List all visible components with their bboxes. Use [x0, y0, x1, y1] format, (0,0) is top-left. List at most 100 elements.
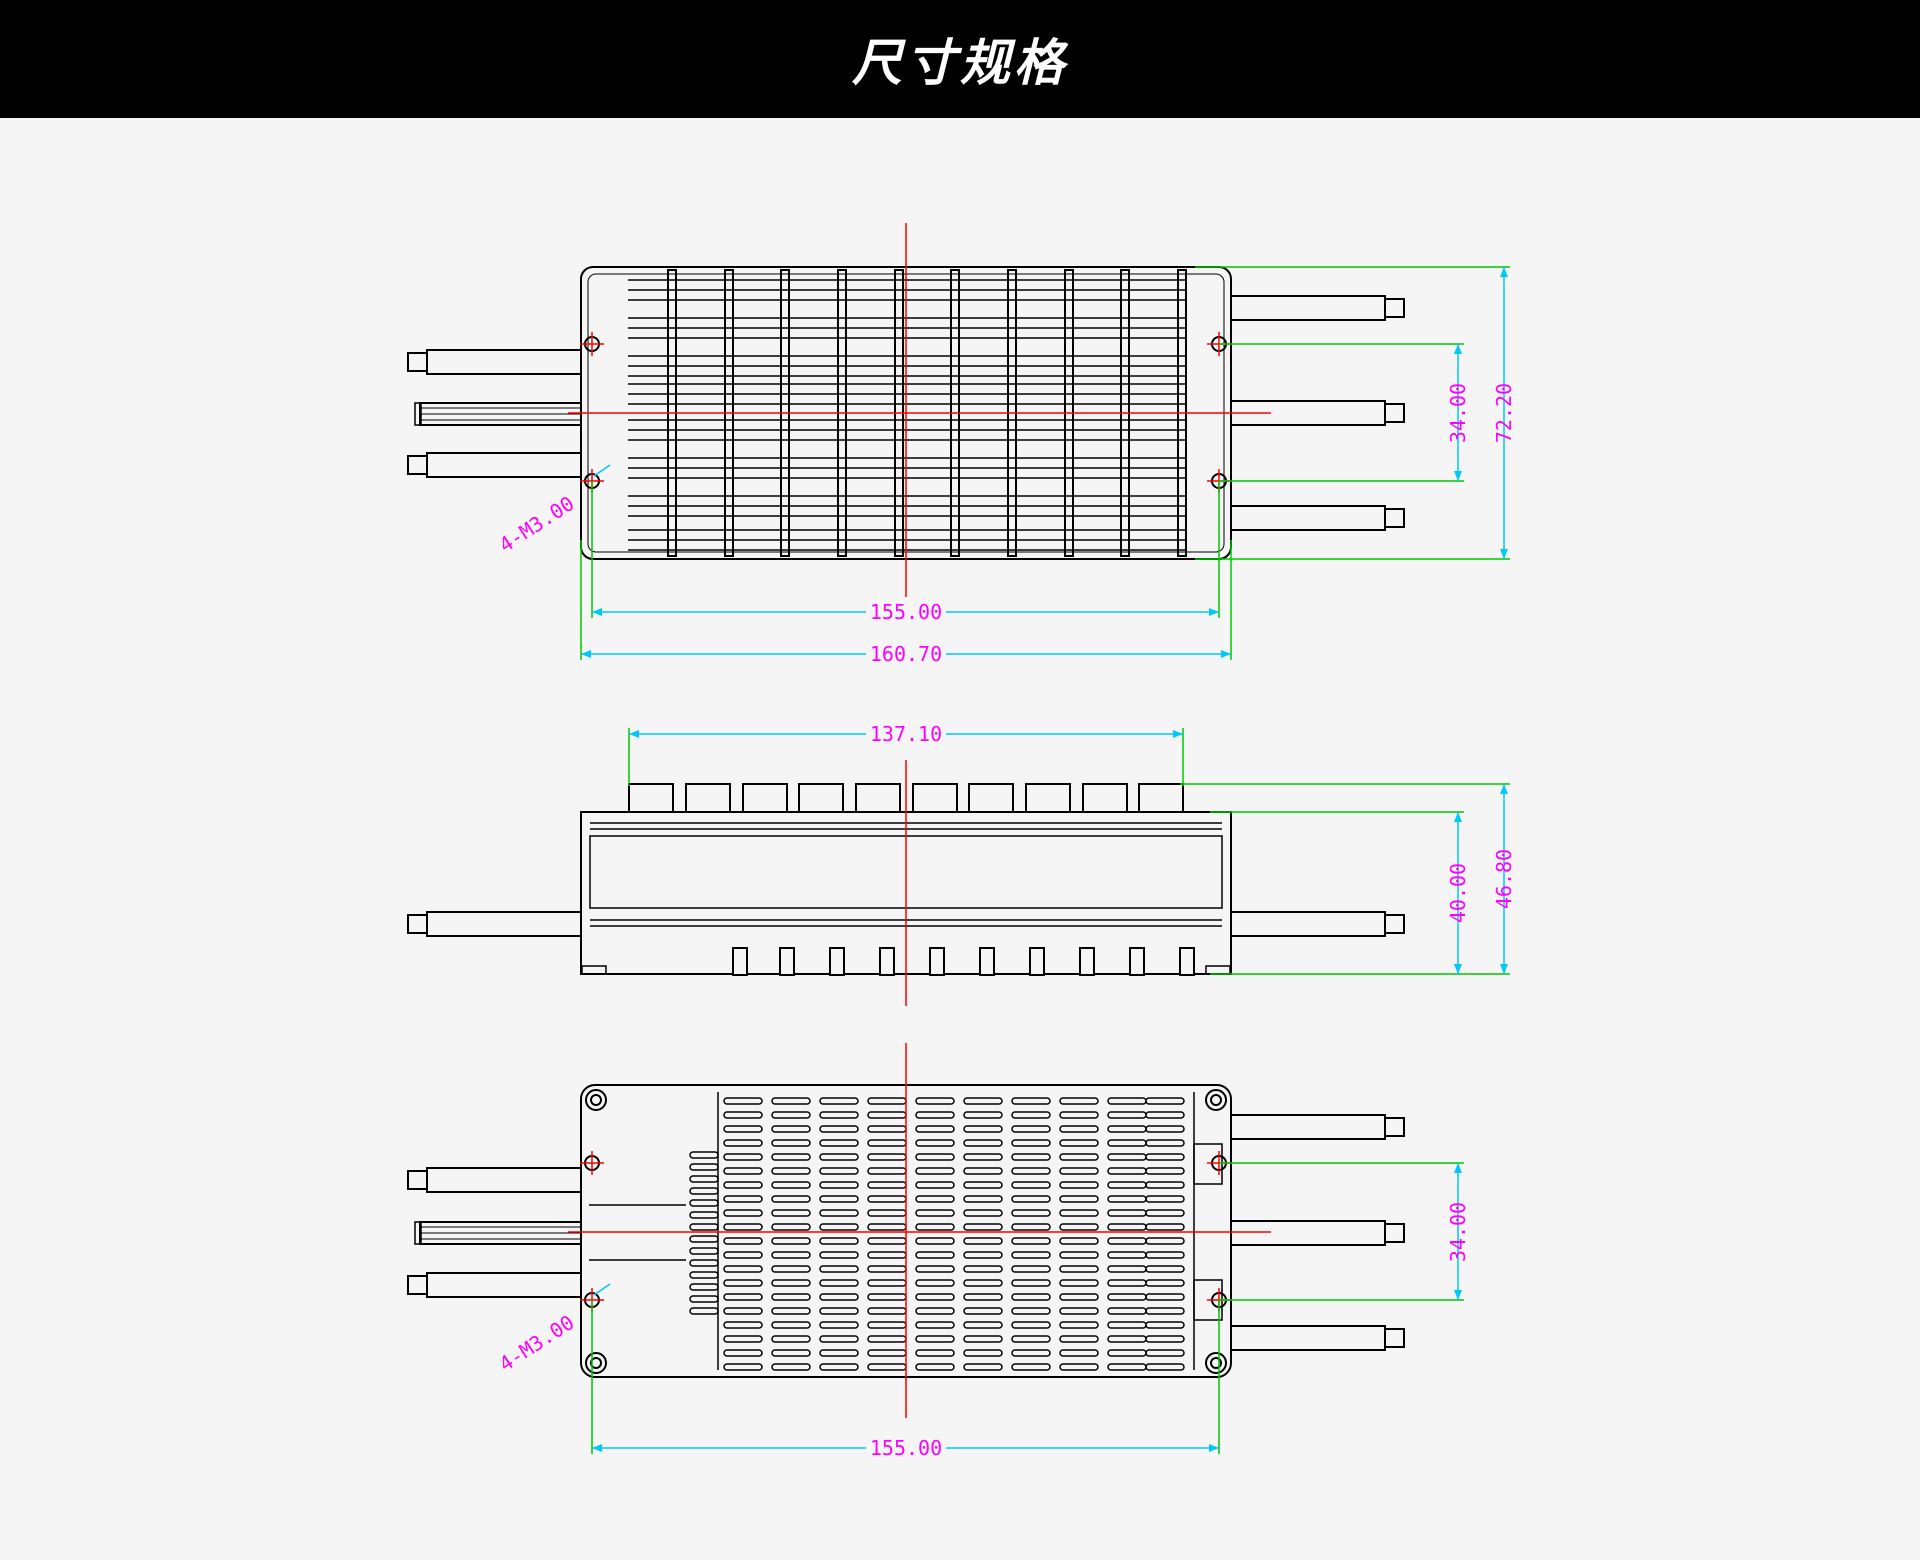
fin-slot — [1011, 1251, 1051, 1259]
fin-slot — [723, 1167, 763, 1175]
fin-slot — [867, 1139, 907, 1147]
fin-slot — [1059, 1153, 1099, 1161]
bottom-notch — [1129, 947, 1145, 976]
bottom-notch — [1079, 947, 1095, 976]
fin-slot — [963, 1321, 1003, 1329]
fin-slot — [819, 1209, 859, 1217]
fin-slot — [819, 1097, 859, 1105]
fin-slot — [1107, 1321, 1147, 1329]
fin-slot — [1059, 1167, 1099, 1175]
top-fin — [1082, 783, 1128, 813]
fin-slot — [771, 1265, 811, 1273]
page-title: 尺寸规格 — [852, 34, 1068, 92]
fin-slot — [1107, 1195, 1147, 1203]
fin-slot — [771, 1209, 811, 1217]
fin-slot — [915, 1237, 955, 1245]
fin-slot — [1107, 1125, 1147, 1133]
fin-slot — [723, 1097, 763, 1105]
fin-slot — [1011, 1293, 1051, 1301]
fin-slot — [723, 1111, 763, 1119]
comb-tooth — [689, 1283, 719, 1291]
wire-lead — [1230, 1114, 1386, 1140]
fin-slot — [819, 1321, 859, 1329]
top-fin — [742, 783, 788, 813]
fin-slot — [723, 1139, 763, 1147]
fin-slot — [867, 1349, 907, 1357]
fin-slot — [723, 1293, 763, 1301]
fin-slot — [915, 1363, 955, 1371]
fin-slot — [1107, 1251, 1147, 1259]
fin-slot — [819, 1125, 859, 1133]
page-header: 尺寸规格 — [0, 0, 1920, 118]
fin-slot — [771, 1321, 811, 1329]
wire-terminal — [407, 455, 428, 475]
fin-slot — [1011, 1349, 1051, 1357]
fin-slot — [1011, 1167, 1051, 1175]
fin-slot — [771, 1349, 811, 1357]
side-view-dimensions — [628, 728, 1510, 975]
top-fin — [1138, 783, 1184, 813]
wire-terminal — [407, 1275, 428, 1295]
corner-boss — [585, 1352, 607, 1374]
fin-slot — [1059, 1139, 1099, 1147]
signal-connector — [414, 1221, 422, 1245]
bottom-notch — [1179, 947, 1195, 976]
comb-tooth — [689, 1259, 719, 1267]
corner-boss — [1205, 1352, 1227, 1374]
fin-slot — [1059, 1307, 1099, 1315]
fin-slot — [867, 1335, 907, 1343]
fin-slot — [1059, 1097, 1099, 1105]
top-fin — [1025, 783, 1071, 813]
fin-slot — [1107, 1237, 1147, 1245]
fin-slot — [1107, 1307, 1147, 1315]
fin-slot — [1059, 1237, 1099, 1245]
fin-slot — [1145, 1335, 1185, 1343]
wire-lead — [426, 1272, 582, 1298]
fin-slot — [1011, 1153, 1051, 1161]
comb-tooth — [689, 1307, 719, 1315]
fin-slot — [915, 1111, 955, 1119]
fin-slot — [1107, 1153, 1147, 1161]
fin-slot — [1011, 1363, 1051, 1371]
fin-slot — [1107, 1349, 1147, 1357]
wire-lead — [1230, 1220, 1386, 1246]
dim-body-height: 40.00 — [1446, 863, 1470, 923]
fin-slot — [1011, 1125, 1051, 1133]
fin-slot — [963, 1251, 1003, 1259]
fin-slot — [819, 1181, 859, 1189]
fin-slot — [819, 1293, 859, 1301]
fin-slot — [867, 1223, 907, 1231]
fin-slot — [915, 1349, 955, 1357]
fin-slot — [723, 1125, 763, 1133]
fin-slot — [771, 1181, 811, 1189]
dim-overall-height: 46.80 — [1492, 849, 1516, 909]
dim-hole-spacing-height: 34.00 — [1446, 383, 1470, 443]
fin-slot — [1011, 1265, 1051, 1273]
fin-slot — [867, 1321, 907, 1329]
fin-slot — [1145, 1321, 1185, 1329]
fin-slot — [1011, 1335, 1051, 1343]
fin-slot — [1011, 1279, 1051, 1287]
top-view-dimensions — [580, 266, 1510, 660]
wire-terminal — [1384, 914, 1405, 934]
fin-slot — [723, 1223, 763, 1231]
fin-slot — [1107, 1363, 1147, 1371]
fin-slot — [867, 1293, 907, 1301]
top-fin — [855, 783, 901, 813]
fin-slot — [819, 1279, 859, 1287]
fin-slot — [963, 1265, 1003, 1273]
top-view-fin-bars — [628, 279, 1186, 551]
fin-slot — [915, 1293, 955, 1301]
wire-lead — [426, 911, 582, 937]
fin-slot — [1145, 1167, 1185, 1175]
fin-slot — [723, 1321, 763, 1329]
fin-slot — [723, 1335, 763, 1343]
fin-slot — [963, 1195, 1003, 1203]
dim-overall-height: 72.20 — [1492, 383, 1516, 443]
fin-slot — [963, 1209, 1003, 1217]
side-view-dim-labels: 137.10 40.00 46.80 — [866, 722, 1516, 923]
fin-slot — [771, 1125, 811, 1133]
bottom-notch — [732, 947, 748, 976]
fin-slot — [819, 1349, 859, 1357]
fin-slot — [867, 1307, 907, 1315]
